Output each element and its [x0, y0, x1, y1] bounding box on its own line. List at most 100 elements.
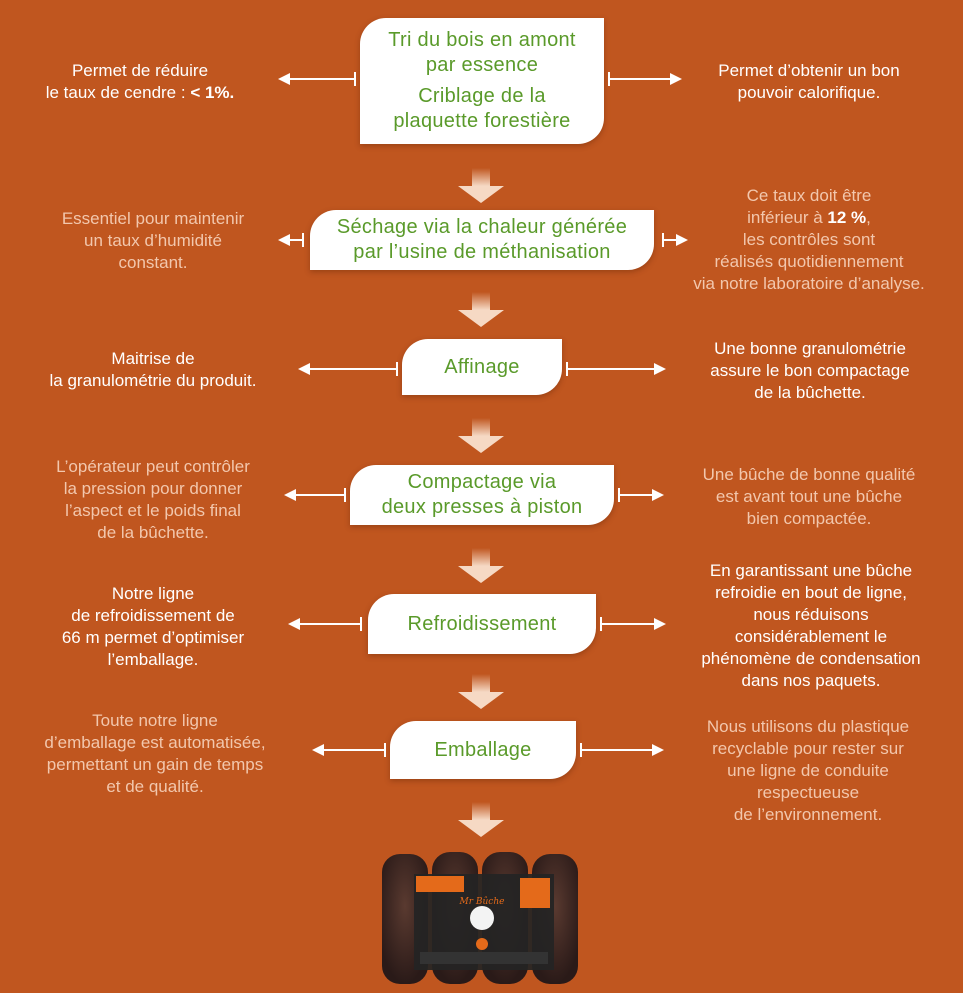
note-line: Une bûche de bonne qualité: [670, 464, 948, 486]
note-line: refroidie en bout de ligne,: [668, 582, 954, 604]
arrow-line: [294, 494, 344, 496]
note-line: et de qualité.: [10, 776, 300, 798]
product-brand-text: Mr Bûche: [459, 896, 505, 907]
arrow-line: [308, 368, 396, 370]
connector-right-5: [600, 617, 666, 631]
note-line: de l’environnement.: [672, 804, 944, 826]
note-line: Essentiel pour maintenir: [26, 208, 280, 230]
note-left-6: Toute notre ligne d’emballage est automa…: [10, 710, 300, 798]
note-line: Nous utilisons du plastique: [672, 716, 944, 738]
note-line: Toute notre ligne: [10, 710, 300, 732]
step-compactage: Compactage via deux presses à piston: [350, 465, 614, 525]
arrow-stop: [384, 743, 386, 757]
note-right-5: En garantissant une bûche refroidie en b…: [668, 560, 954, 692]
arrow-line: [288, 78, 354, 80]
step-line: deux presses à piston: [382, 495, 583, 520]
step-line: par l’usine de méthanisation: [353, 240, 610, 265]
note-line: de la bûchette.: [676, 382, 944, 404]
arrow-line: [322, 749, 384, 751]
note-bold: 12 %: [827, 208, 866, 227]
step-line: Séchage via la chaleur générée: [337, 215, 627, 240]
note-right-4: Une bûche de bonne qualité est avant tou…: [670, 464, 948, 530]
connector-right-4: [618, 488, 664, 502]
step-tri-criblage: Tri du bois en amont par essence Criblag…: [360, 18, 604, 144]
note-line: la granulométrie du produit.: [18, 370, 288, 392]
note-line: un taux d’humidité: [26, 230, 280, 252]
arrow-line: [568, 368, 656, 370]
arrow-line: [610, 78, 672, 80]
note-line: 66 m permet d’optimiser: [28, 627, 278, 649]
note-line: l’emballage.: [28, 649, 278, 671]
note-line: constant.: [26, 252, 280, 274]
note-line: Une bonne granulométrie: [676, 338, 944, 360]
connector-right-6: [580, 743, 664, 757]
note-left-4: L’opérateur peut contrôler la pression p…: [22, 456, 284, 544]
arrow-head: [652, 744, 664, 756]
note-text: le taux de cendre :: [46, 83, 191, 102]
note-line: recyclable pour rester sur: [672, 738, 944, 760]
note-line: Notre ligne: [28, 583, 278, 605]
down-arrow-icon: [458, 548, 504, 584]
arrow-line: [602, 623, 656, 625]
note-line: réalisés quotidiennement: [664, 251, 954, 273]
note-line: dans nos paquets.: [668, 670, 954, 692]
note-line: Maitrise de: [18, 348, 288, 370]
note-line: bien compactée.: [670, 508, 948, 530]
note-left-3: Maitrise de la granulométrie du produit.: [18, 348, 288, 392]
note-line: la pression pour donner: [22, 478, 284, 500]
note-line: le taux de cendre : < 1%.: [40, 82, 240, 104]
arrow-stop: [302, 233, 304, 247]
note-right-6: Nous utilisons du plastique recyclable p…: [672, 716, 944, 826]
note-left-5: Notre ligne de refroidissement de 66 m p…: [28, 583, 278, 671]
note-text: inférieur à: [747, 208, 827, 227]
step-sechage: Séchage via la chaleur générée par l’usi…: [310, 210, 654, 270]
step-line: Emballage: [434, 738, 531, 763]
connector-left-3: [298, 362, 398, 376]
arrow-head: [652, 489, 664, 501]
note-right-2: Ce taux doit être inférieur à 12 %, les …: [664, 185, 954, 295]
connector-left-6: [312, 743, 386, 757]
arrow-stop: [354, 72, 356, 86]
note-line: de refroidissement de: [28, 605, 278, 627]
note-right-3: Une bonne granulométrie assure le bon co…: [676, 338, 944, 404]
note-left-2: Essentiel pour maintenir un taux d’humid…: [26, 208, 280, 274]
step-affinage: Affinage: [402, 339, 562, 395]
step-line: Refroidissement: [407, 612, 556, 637]
arrow-head: [654, 618, 666, 630]
product-pack-image: Mr Bûche: [380, 848, 582, 988]
note-line: l’aspect et le poids final: [22, 500, 284, 522]
connector-left-5: [288, 617, 362, 631]
down-arrow-icon: [458, 418, 504, 454]
step-emballage: Emballage: [390, 721, 576, 779]
step-line: par essence: [426, 53, 538, 78]
note-line: L’opérateur peut contrôler: [22, 456, 284, 478]
note-bold: < 1%.: [190, 83, 234, 102]
step-line: Criblage de la: [418, 84, 546, 109]
arrow-stop: [396, 362, 398, 376]
arrow-head: [654, 363, 666, 375]
arrow-stop: [360, 617, 362, 631]
note-line: inférieur à 12 %,: [664, 207, 954, 229]
connector-left-1: [278, 72, 356, 86]
note-line: Permet d’obtenir un bon: [688, 60, 930, 82]
arrow-line: [288, 239, 302, 241]
note-left-1: Permet de réduire le taux de cendre : < …: [40, 60, 240, 104]
connector-left-2: [278, 233, 304, 247]
arrow-line: [620, 494, 654, 496]
note-line: permettant un gain de temps: [10, 754, 300, 776]
note-line: nous réduisons: [668, 604, 954, 626]
note-line: En garantissant une bûche: [668, 560, 954, 582]
note-line: les contrôles sont: [664, 229, 954, 251]
note-line: d’emballage est automatisée,: [10, 732, 300, 754]
note-line: Permet de réduire: [40, 60, 240, 82]
note-line: respectueuse: [672, 782, 944, 804]
down-arrow-icon: [458, 168, 504, 204]
arrow-line: [582, 749, 654, 751]
step-line: Compactage via: [408, 470, 557, 495]
note-line: assure le bon compactage: [676, 360, 944, 382]
note-line: via notre laboratoire d’analyse.: [664, 273, 954, 295]
step-refroidissement: Refroidissement: [368, 594, 596, 654]
connector-right-1: [608, 72, 682, 86]
connector-right-3: [566, 362, 666, 376]
